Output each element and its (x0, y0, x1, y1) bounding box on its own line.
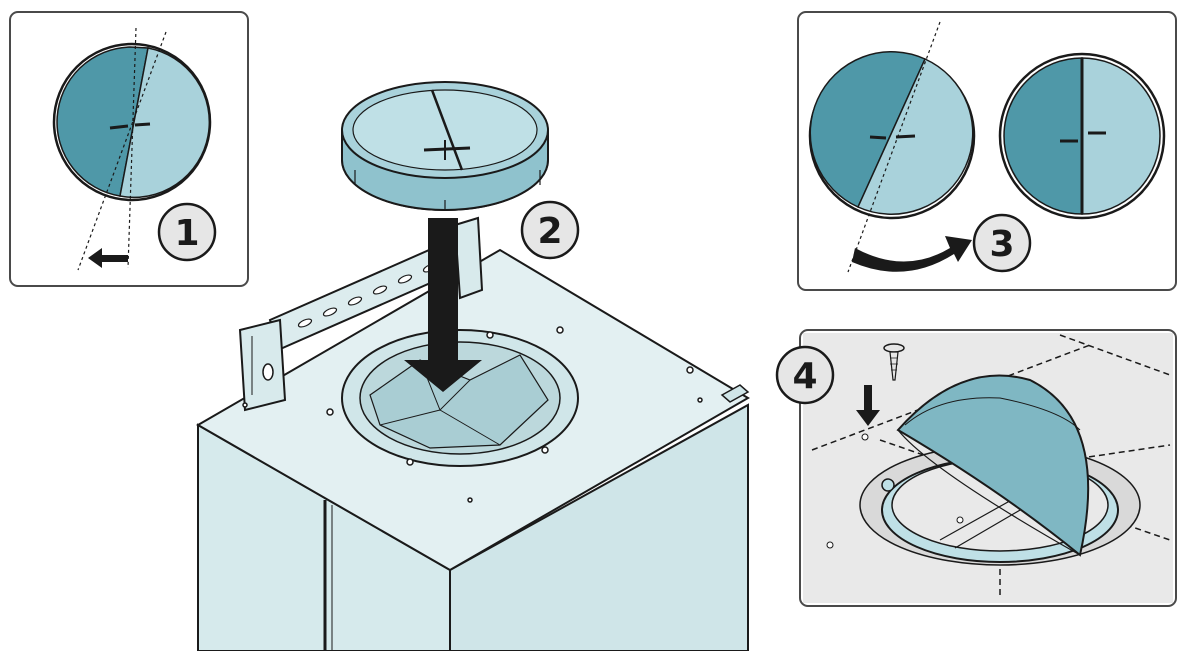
screw-holes (242, 326, 703, 503)
hood-right-face (449, 403, 749, 651)
screw-icon (883, 343, 905, 381)
duct-opening (341, 329, 579, 467)
step-badge-1: 1 (157, 202, 217, 262)
hood-assembly (196, 216, 750, 651)
rotate-left-arrow-icon (88, 248, 128, 268)
step-badge-3-label: 3 (989, 224, 1014, 265)
panel-step-4 (799, 329, 1177, 607)
insert-down-arrow (404, 218, 482, 392)
step-badge-4-label: 4 (792, 356, 817, 397)
rotate-right-arrow-icon (852, 236, 972, 272)
step-badge-2: 2 (520, 200, 580, 260)
screw-down-arrow-icon (856, 385, 880, 426)
panel-step-3 (797, 11, 1177, 291)
step-badge-1-label: 1 (174, 213, 199, 254)
step-badge-3: 3 (972, 213, 1032, 273)
step-badge-4: 4 (775, 345, 835, 405)
step-badge-2-label: 2 (537, 211, 562, 252)
mounting-rail (238, 216, 484, 412)
damper-flap (896, 374, 1090, 557)
damper-above-hood (341, 81, 549, 211)
